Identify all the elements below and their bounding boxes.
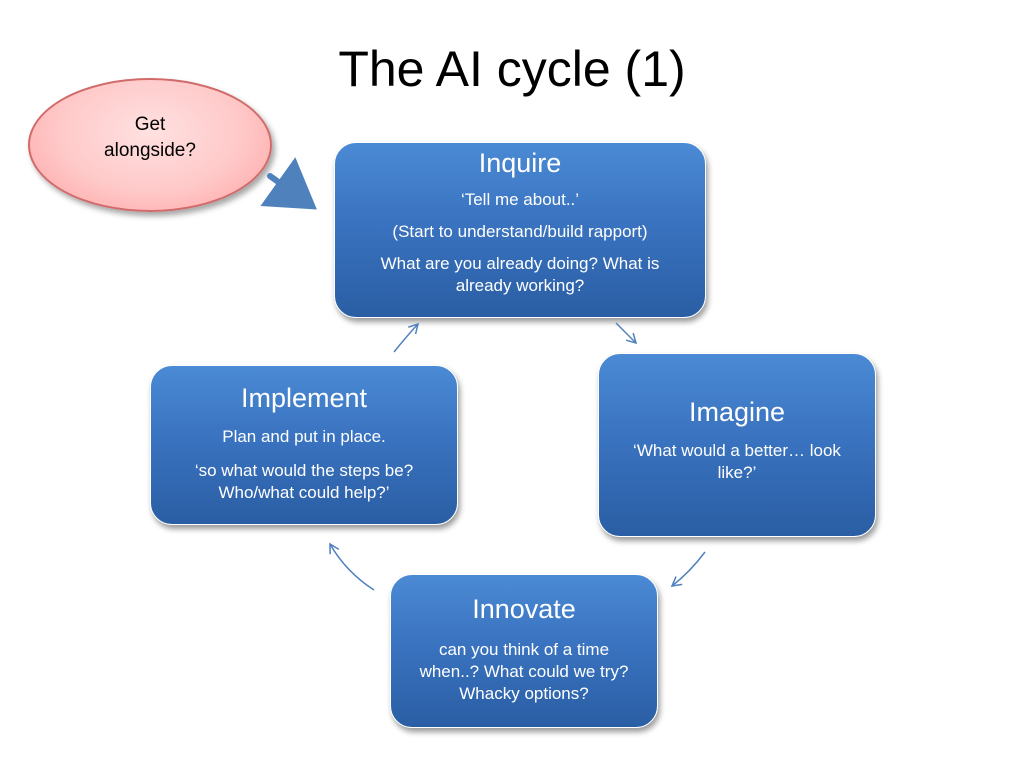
innovate-title: Innovate (472, 594, 576, 624)
get-alongside-callout: Get alongside? (28, 78, 272, 212)
arrow-imagine-to-innovate (670, 551, 706, 587)
imagine-line-1: ‘What would a better… look like?’ (633, 441, 841, 482)
inquire-line-3: What are you already doing? What is alre… (380, 254, 660, 295)
inquire-title: Inquire (478, 148, 562, 178)
innovate-box: Innovate can you think of a time when..?… (390, 574, 658, 728)
implement-title: Implement (240, 383, 368, 413)
arrow-inquire-to-imagine (615, 322, 638, 345)
implement-box: Implement Plan and put in place. ‘so wha… (150, 365, 458, 525)
callout-line-2: alongside? (104, 140, 196, 161)
callout-line-1: Get (134, 114, 166, 135)
imagine-title: Imagine (688, 397, 786, 427)
arrow-implement-to-inquire (393, 322, 420, 353)
callout-arrow (260, 157, 317, 210)
inquire-line-1: ‘Tell me about..’ (460, 190, 580, 209)
imagine-box: Imagine ‘What would a better… look like?… (598, 353, 876, 537)
implement-line-1: Plan and put in place. (222, 427, 386, 446)
arrow-innovate-to-implement (329, 542, 375, 591)
inquire-box: Inquire ‘Tell me about..’ (Start to unde… (334, 142, 706, 318)
slide-title: The AI cycle (1) (338, 41, 686, 97)
inquire-line-2: (Start to understand/build rapport) (392, 222, 648, 241)
implement-line-2: ‘so what would the steps be? Who/what co… (194, 461, 414, 502)
innovate-line-1: can you think of a time when..? What cou… (419, 640, 629, 703)
